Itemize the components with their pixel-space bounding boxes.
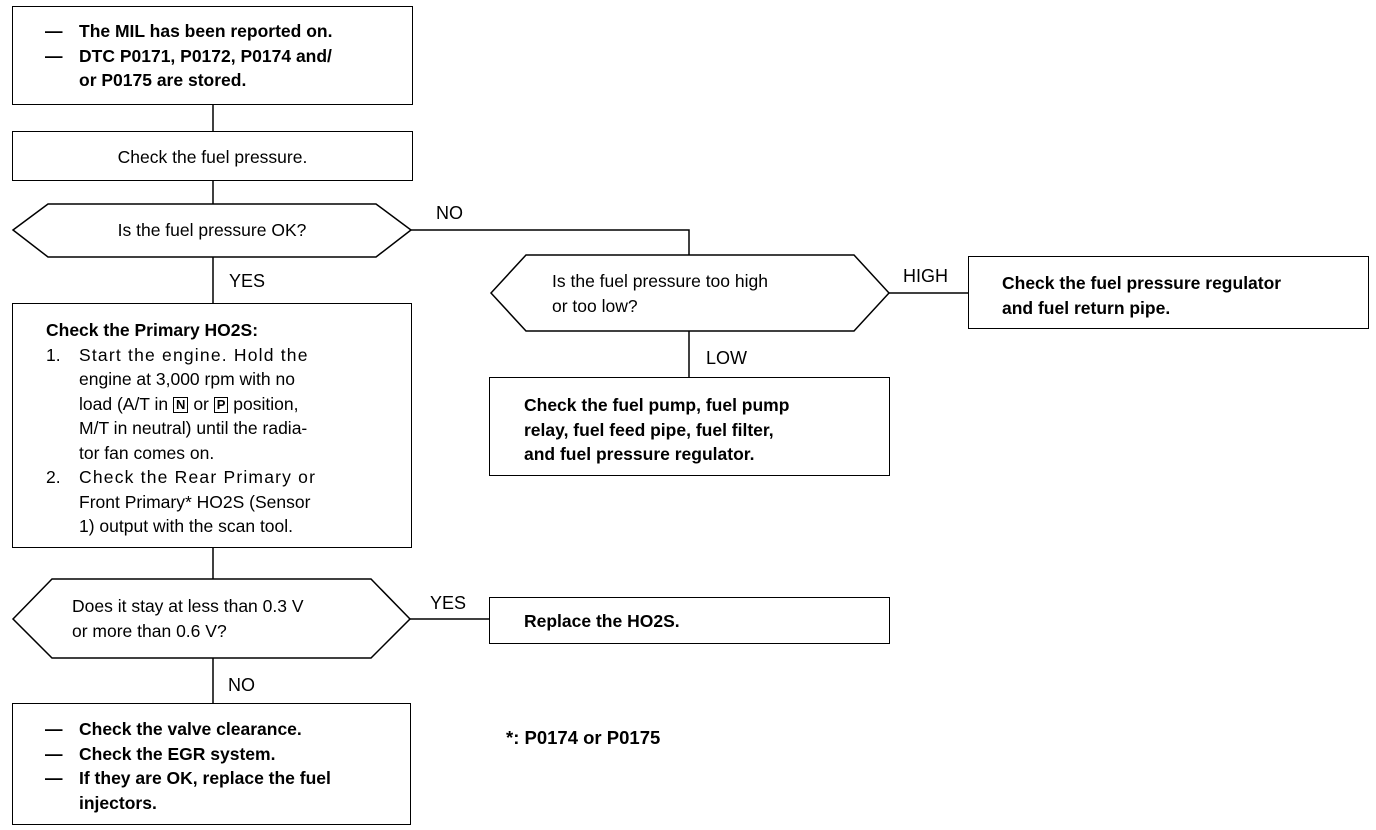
- step-1-line-e: tor fan comes on.: [79, 442, 215, 463]
- decision-fuel-ok-text: Is the fuel pressure OK?: [117, 220, 307, 240]
- final-item-1: Check the valve clearance.: [79, 719, 302, 739]
- fuel-pump-box: Check the fuel pump, fuel pump relay, fu…: [489, 377, 890, 476]
- neutral-key-icon: N: [173, 396, 189, 413]
- decision-voltage-line-1: Does it stay at less than 0.3 V: [72, 596, 304, 616]
- step-2-line-a: Check the Rear Primary or: [79, 467, 317, 487]
- replace-ho2s-text: Replace the HO2S.: [524, 611, 680, 631]
- dash-bullet: —: [45, 45, 63, 66]
- final-actions-box: — Check the valve clearance. — Check the E…: [12, 703, 411, 825]
- label-no-2: NO: [228, 675, 255, 695]
- step-1-line-c: load (A/T in N or P position,: [79, 392, 382, 417]
- dash-bullet: —: [45, 719, 63, 739]
- start-item-2-cont: or P0175 are stored.: [79, 70, 247, 90]
- footnote: *: P0174 or P0175: [506, 727, 661, 748]
- step-1-line-b: engine at 3,000 rpm with no: [79, 369, 295, 389]
- label-yes-2: YES: [430, 593, 467, 613]
- label-low: LOW: [706, 348, 748, 368]
- final-item-3a: If they are OK, replace the fuel: [79, 768, 331, 788]
- regulator-line-2: and fuel return pipe.: [1002, 297, 1171, 318]
- dash-bullet: —: [45, 743, 63, 764]
- step-1-line-a: Start the engine. Hold the: [79, 344, 309, 365]
- primary-ho2s-title: Check the Primary HO2S:: [46, 320, 259, 340]
- decision-fuel-ok: [11, 203, 413, 258]
- park-key-icon: P: [213, 396, 229, 413]
- start-box: — The MIL has been reported on. — DTC P017…: [12, 6, 413, 105]
- decision-high-low-line-1: Is the fuel pressure too high: [552, 271, 768, 291]
- primary-ho2s-box: Check the Primary HO2S: 1. Start the eng…: [12, 303, 412, 548]
- decision-high-low-line-2: or too low?: [552, 295, 638, 316]
- fuel-pump-line-1: Check the fuel pump, fuel pump: [524, 395, 790, 415]
- replace-ho2s-box: Replace the HO2S.: [489, 597, 890, 644]
- step-1-line-c-pre: load (A/T in: [79, 393, 169, 414]
- check-fuel-pressure-text: Check the fuel pressure.: [117, 147, 308, 167]
- check-fuel-pressure-box: Check the fuel pressure.: [12, 131, 413, 181]
- start-item-1: The MIL has been reported on.: [79, 21, 333, 41]
- fuel-pump-line-3: and fuel pressure regulator.: [524, 444, 755, 464]
- step-1-line-c-mid: or: [193, 393, 209, 414]
- regulator-box: Check the fuel pressure regulator and fu…: [968, 256, 1369, 329]
- label-high: HIGH: [903, 266, 948, 286]
- decision-voltage-line-2: or more than 0.6 V?: [72, 620, 227, 641]
- step-2-line-b: Front Primary* HO2S (Sensor: [79, 491, 311, 512]
- decision-voltage: [11, 578, 412, 659]
- step-1-line-d: M/T in neutral) until the radia-: [79, 418, 308, 438]
- decision-high-low-text: Is the fuel pressure too high or too low…: [552, 269, 872, 318]
- decision-high-low: [489, 254, 891, 332]
- start-item-2: DTC P0171, P0172, P0174 and/: [79, 45, 332, 66]
- fuel-pump-line-2: relay, fuel feed pipe, fuel filter,: [524, 419, 774, 440]
- step-2-number: 2.: [46, 467, 61, 487]
- connector-no-branch: [411, 229, 690, 255]
- label-no-1: NO: [436, 203, 463, 223]
- step-1-number: 1.: [46, 344, 61, 365]
- final-item-2: Check the EGR system.: [79, 743, 276, 764]
- label-yes-1: YES: [229, 271, 266, 291]
- decision-voltage-text: Does it stay at less than 0.3 V or more …: [72, 594, 392, 643]
- step-2-line-c: 1) output with the scan tool.: [79, 516, 294, 536]
- dash-bullet: —: [45, 768, 63, 788]
- regulator-line-1: Check the fuel pressure regulator: [1002, 273, 1282, 293]
- step-1-line-c-post: position,: [233, 393, 299, 414]
- final-item-3b: injectors.: [79, 792, 157, 813]
- dash-bullet: —: [45, 21, 63, 41]
